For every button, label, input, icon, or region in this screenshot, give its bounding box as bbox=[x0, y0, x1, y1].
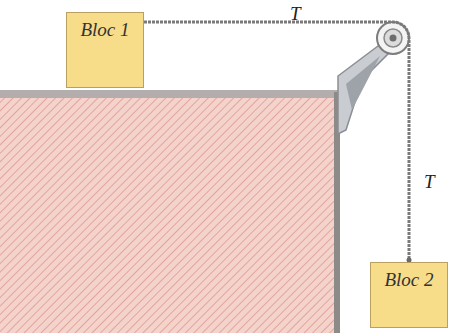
pulley-groove bbox=[384, 29, 402, 47]
block-label: Bloc 2 bbox=[384, 263, 433, 291]
table-edge bbox=[0, 90, 340, 333]
tension-label: T bbox=[290, 4, 301, 23]
block-one: Bloc 1 bbox=[66, 12, 144, 88]
tension-label: T bbox=[424, 172, 435, 191]
block-label: Bloc 1 bbox=[80, 13, 129, 41]
pulley-axle bbox=[390, 35, 397, 42]
table-body bbox=[0, 98, 334, 333]
block-two: Bloc 2 bbox=[370, 262, 448, 328]
rope bbox=[144, 22, 409, 262]
bracket-shade bbox=[346, 56, 380, 110]
